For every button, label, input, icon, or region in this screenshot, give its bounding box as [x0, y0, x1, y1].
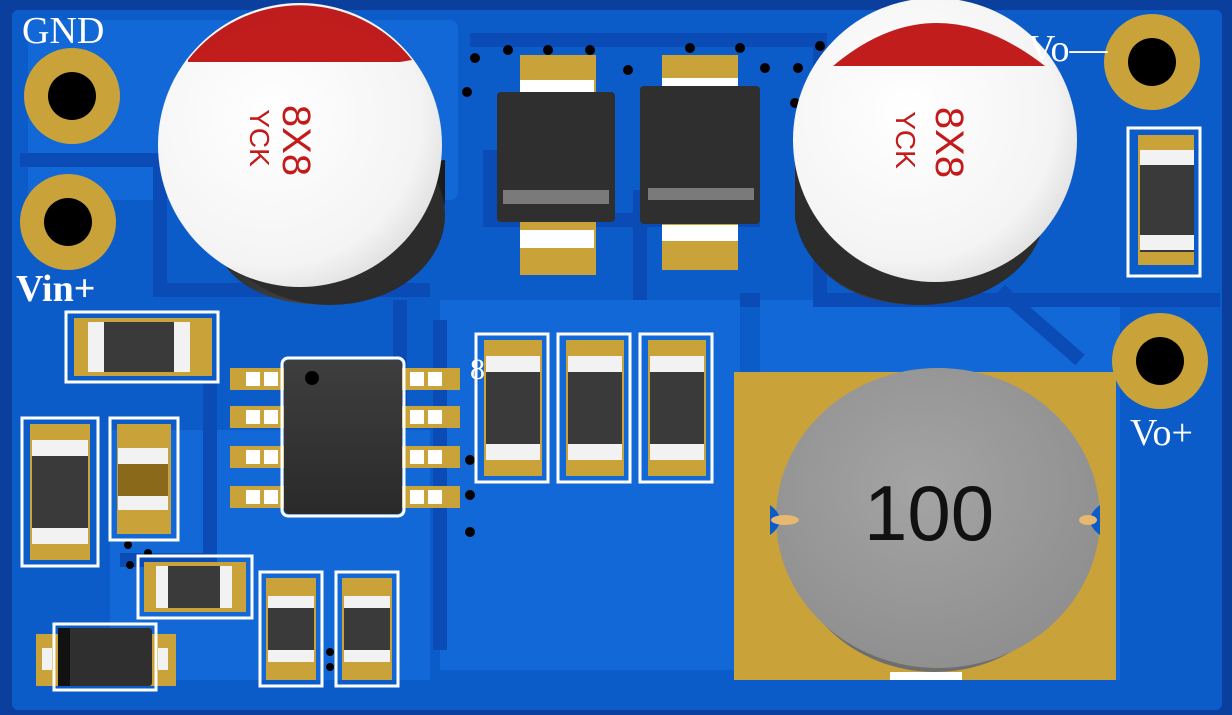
terminal-vin-plus [20, 174, 116, 270]
resistor-r-vo [1126, 126, 1202, 278]
capacitor-c-tan [108, 416, 180, 542]
terminal-vo-plus [1112, 313, 1208, 409]
capacitor-c3 [474, 332, 550, 484]
inductor-value: 100 [864, 469, 995, 557]
resistor-r1 [64, 310, 220, 384]
capacitor-c4 [556, 332, 632, 484]
cap-right-size: 8X8 [927, 106, 972, 179]
vias [124, 41, 825, 671]
diode-d2 [640, 55, 760, 270]
label-vin-plus: Vin+ [16, 268, 96, 310]
cap-right-brand: YCK [889, 111, 921, 169]
resistor-r2 [20, 416, 100, 568]
power-inductor [734, 368, 1116, 680]
label-vo-minus: Vo— [1028, 28, 1108, 70]
ic-controller [230, 356, 460, 518]
diode-d1 [497, 55, 615, 275]
diode-d3 [36, 622, 176, 692]
capacitor-c5 [638, 332, 714, 484]
resistor-r5 [334, 570, 400, 688]
label-vo-plus: Vo+ [1130, 412, 1193, 454]
resistor-r4 [258, 570, 324, 688]
cap-left-size: 8X8 [274, 104, 319, 177]
terminal-gnd [24, 48, 120, 144]
cap-left-brand: YCK [243, 109, 275, 167]
resistor-r3 [136, 554, 254, 620]
label-gnd: GND [22, 10, 105, 52]
electrolytic-capacitor-left [158, 3, 445, 305]
electrolytic-capacitor-right [793, 0, 1077, 305]
label-ic-ref: 8 [470, 353, 485, 386]
terminal-vo-minus [1104, 14, 1200, 110]
